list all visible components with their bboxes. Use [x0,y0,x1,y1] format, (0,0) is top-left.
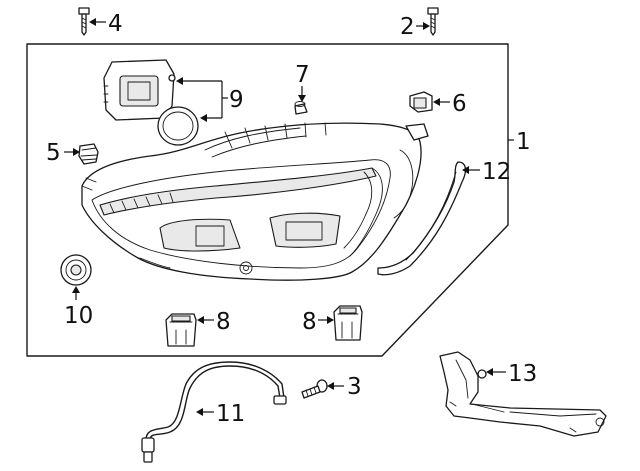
callout-5: 5 [46,140,80,166]
callout-2: 2 [400,14,430,40]
callout-13: 13 [486,361,537,387]
callout-10: 10 [64,286,93,329]
callout-label-9: 9 [229,87,244,113]
callout-label-11: 11 [216,401,245,427]
callout-label-2: 2 [400,14,415,40]
callout-label-5: 5 [46,140,61,166]
callout-label-3: 3 [347,374,362,400]
callout-label-1: 1 [516,129,531,155]
wiring-harness-part[interactable] [141,361,287,463]
callout-9: 9 [176,77,244,122]
bolt-top-right[interactable] [427,7,439,36]
headlamp-assembly[interactable] [81,122,429,281]
callout-1: 1 [508,129,531,155]
callout-3: 3 [327,374,362,400]
callout-8-right: 8 [302,309,334,335]
control-module-part[interactable] [103,59,176,121]
callout-label-12: 12 [482,159,511,185]
callout-8-left: 8 [197,309,231,335]
callout-label-8-right: 8 [302,309,317,335]
callout-label-7: 7 [295,62,310,88]
callout-7: 7 [295,62,310,102]
callout-label-8-left: 8 [216,309,231,335]
mounting-bracket-right[interactable] [333,305,363,341]
callout-12: 12 [462,159,511,185]
clip-part[interactable] [409,91,433,113]
callout-label-4: 4 [108,11,123,37]
mounting-bracket-left[interactable] [165,313,197,347]
seal-ring-part[interactable] [157,106,199,146]
callout-label-6: 6 [452,91,467,117]
cap-part[interactable] [60,254,92,286]
callout-6: 6 [433,91,467,117]
bolt-top-left[interactable] [78,7,90,36]
screw-part[interactable] [301,379,328,399]
callout-label-13: 13 [508,361,537,387]
callout-label-10: 10 [64,303,93,329]
trim-strip-part[interactable] [377,161,467,276]
nut-part[interactable] [78,143,99,165]
callout-4: 4 [89,11,123,37]
callout-11: 11 [196,401,245,427]
support-bracket-part[interactable] [439,351,607,437]
assembly-boundary [26,43,509,357]
plug-part[interactable] [294,101,308,115]
